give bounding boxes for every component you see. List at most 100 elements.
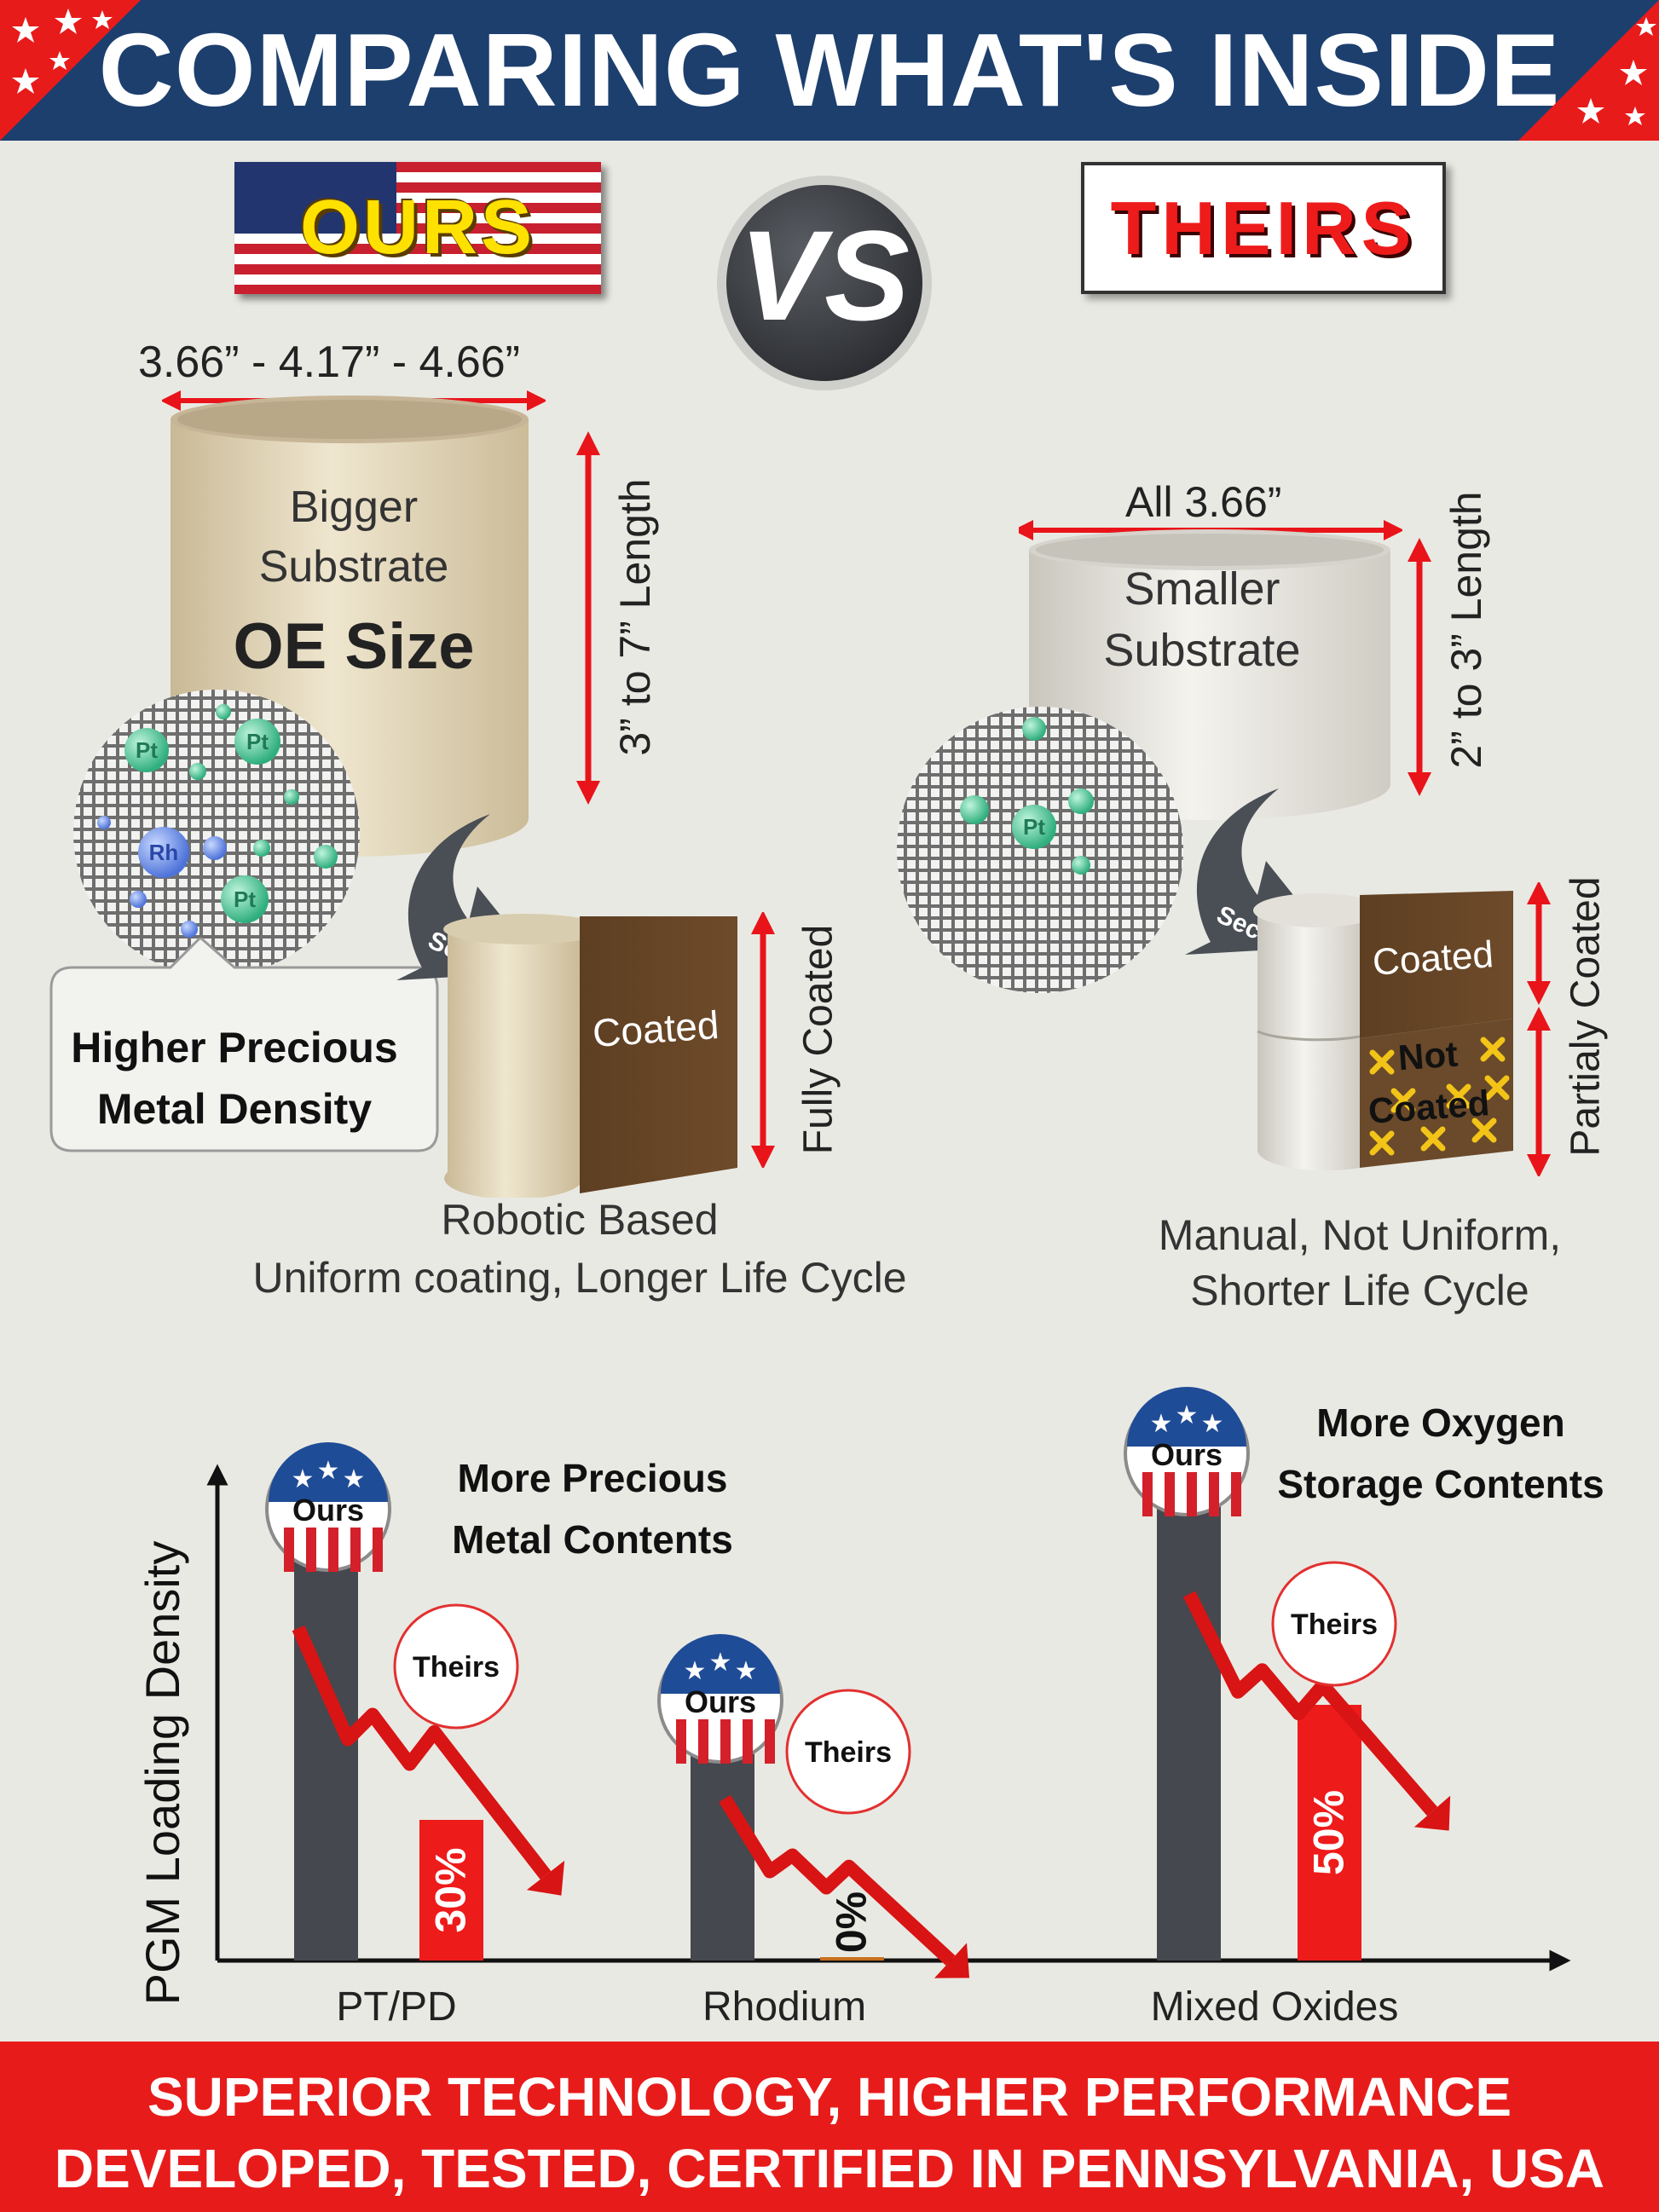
left-fully-coated-arrow bbox=[751, 912, 775, 1168]
top-banner: COMPARING WHAT'S INSIDE bbox=[0, 0, 1659, 141]
bar-value-label-2: 50% bbox=[1305, 1790, 1353, 1875]
right-substrate-line1: Smaller bbox=[1124, 563, 1280, 615]
decline-arrow-0 bbox=[292, 1625, 552, 1880]
left-callout-bubble bbox=[49, 938, 439, 1152]
ours-button-stripe-2-1 bbox=[1165, 1472, 1175, 1516]
left-fully-coated-label: Fully Coated bbox=[795, 924, 841, 1155]
annotation-line2-0: Metal Contents bbox=[452, 1517, 733, 1562]
bar-theirs-2 bbox=[1298, 1705, 1361, 1961]
right-caption-line1: Manual, Not Uniform, bbox=[1158, 1211, 1562, 1259]
right-not-coated-line2: Coated bbox=[1367, 1083, 1491, 1131]
ours-button-star-1-1: ★ bbox=[709, 1648, 732, 1678]
theirs-badge-label-2: Theirs bbox=[1291, 1608, 1378, 1641]
left-substrate-line1: Bigger bbox=[289, 482, 419, 532]
ours-button-stripe-1-3 bbox=[743, 1719, 753, 1764]
decline-arrow-head-1 bbox=[934, 1943, 970, 1978]
ours-button-star-1-0: ★ bbox=[684, 1656, 707, 1686]
ours-button-stripe-0-1 bbox=[306, 1528, 316, 1572]
x-tick-label-2: Mixed Oxides bbox=[1151, 1984, 1399, 2030]
ours-button-stripe-1-4 bbox=[765, 1719, 775, 1764]
right-not-coated-line1: Not bbox=[1396, 1033, 1460, 1078]
ours-badge: OURS bbox=[234, 162, 601, 294]
particle-label-pt-2: Pt bbox=[246, 729, 269, 754]
x-tick-label-1: Rhodium bbox=[702, 1984, 866, 2030]
footer-line1: SUPERIOR TECHNOLOGY, HIGHER PERFORMANCE bbox=[147, 2066, 1512, 2128]
ours-button-star-0-1: ★ bbox=[317, 1456, 340, 1486]
footer-line2: DEVELOPED, TESTED, CERTIFIED IN PENNSYLV… bbox=[54, 2138, 1605, 2199]
right-length-arrow bbox=[1408, 538, 1431, 796]
right-coated-label: Coated bbox=[1371, 933, 1495, 984]
bar-value-label-0: 30% bbox=[427, 1847, 475, 1932]
ours-button-star-0-2: ★ bbox=[343, 1464, 366, 1494]
y-axis-label: PGM Loading Density bbox=[136, 1541, 189, 2006]
theirs-badge-label-1: Theirs bbox=[805, 1736, 892, 1769]
not-coated-x-marks bbox=[1369, 1037, 1510, 1156]
us-flag-graphic bbox=[234, 162, 601, 294]
right-section-block bbox=[1253, 891, 1513, 1171]
x-tick-label-0: PT/PD bbox=[336, 1984, 456, 2030]
right-particle-label-pt: Pt bbox=[1023, 814, 1045, 840]
pgm-loading-chart: PGM Loading Density 30%PT/PDTheirs★★★Our… bbox=[136, 1387, 1604, 2030]
left-substrate-oe-size: OE Size bbox=[233, 610, 475, 683]
ours-button-label-1: Ours bbox=[685, 1684, 756, 1719]
ours-button-star-2-0: ★ bbox=[1150, 1409, 1173, 1439]
left-caption-line2: Uniform coating, Longer Life Cycle bbox=[252, 1254, 907, 1302]
ours-button-top-2 bbox=[1127, 1387, 1246, 1447]
ours-button-star-2-1: ★ bbox=[1176, 1401, 1199, 1430]
ours-button-stripe-2-3 bbox=[1209, 1472, 1219, 1516]
theirs-badge-circle-1 bbox=[785, 1689, 911, 1815]
page-title: COMPARING WHAT'S INSIDE bbox=[98, 12, 1561, 128]
ours-button-stripe-2-2 bbox=[1187, 1472, 1197, 1516]
particle-label-rh: Rh bbox=[149, 840, 179, 865]
bar-theirs-1 bbox=[820, 1957, 884, 1961]
theirs-badge-label: THEIRS bbox=[1110, 186, 1417, 270]
right-diameter-label: All 3.66” bbox=[1125, 478, 1282, 526]
decline-arrow-head-0 bbox=[526, 1860, 565, 1896]
callout-line2: Metal Density bbox=[96, 1085, 373, 1133]
theirs-badge-circle-0 bbox=[393, 1603, 519, 1730]
ours-badge-label: OURS bbox=[299, 185, 536, 270]
right-mesh-magnifier: Pt bbox=[897, 707, 1183, 993]
ours-button-stripe-1-0 bbox=[676, 1719, 686, 1764]
ours-button-stripe-1-2 bbox=[720, 1719, 731, 1764]
left-length-label: 3” to 7” Length bbox=[611, 478, 659, 756]
ours-button-label-0: Ours bbox=[292, 1493, 364, 1528]
right-caption-line2: Shorter Life Cycle bbox=[1190, 1267, 1529, 1314]
right-partially-coated-label: Partialy Coated bbox=[1563, 876, 1609, 1157]
ours-button-star-2-2: ★ bbox=[1201, 1409, 1224, 1439]
annotation-line2-1: Storage Contents bbox=[1277, 1462, 1604, 1506]
ours-button-label-2: Ours bbox=[1151, 1437, 1223, 1472]
ours-button-stripe-2-4 bbox=[1231, 1472, 1241, 1516]
right-partial-coated-arrows bbox=[1527, 882, 1551, 1176]
theirs-badge-label-0: Theirs bbox=[413, 1651, 500, 1684]
left-length-arrow bbox=[576, 431, 600, 805]
ours-button-stripe-0-0 bbox=[284, 1528, 294, 1572]
right-substrate-line2: Substrate bbox=[1103, 625, 1301, 676]
left-substrate-line2: Substrate bbox=[258, 542, 449, 592]
theirs-badge: THEIRS bbox=[1081, 162, 1446, 294]
bar-theirs-0 bbox=[419, 1820, 483, 1961]
right-substrate-cylinder bbox=[1019, 520, 1402, 820]
decline-arrow-2 bbox=[1182, 1591, 1438, 1816]
decline-arrow-1 bbox=[719, 1794, 956, 1966]
star-corner-left bbox=[0, 0, 141, 141]
bar-value-label-1: 0% bbox=[828, 1891, 876, 1953]
ours-button-stripe-0-4 bbox=[373, 1528, 383, 1572]
star-corner-right bbox=[1518, 0, 1659, 141]
left-section-block bbox=[443, 914, 737, 1198]
vs-text: VS bbox=[739, 204, 910, 347]
ours-button-stripe-0-3 bbox=[350, 1528, 361, 1572]
left-coated-label: Coated bbox=[591, 1002, 720, 1056]
annotation-line1-1: More Oxygen bbox=[1316, 1401, 1564, 1445]
ours-button-star-1-2: ★ bbox=[735, 1656, 758, 1686]
ours-button-top-1 bbox=[661, 1634, 780, 1694]
bottom-banner: SUPERIOR TECHNOLOGY, HIGHER PERFORMANCE … bbox=[0, 2042, 1659, 2212]
particle-label-pt-1: Pt bbox=[136, 737, 158, 763]
annotation-line1-0: More Precious bbox=[458, 1456, 728, 1500]
right-length-label: 2” to 3” Length bbox=[1442, 491, 1490, 769]
ours-button-stripe-1-1 bbox=[698, 1719, 708, 1764]
left-diameter-label: 3.66” - 4.17” - 4.66” bbox=[138, 338, 520, 387]
ours-button-stripe-2-0 bbox=[1142, 1472, 1153, 1516]
callout-line1: Higher Precious bbox=[71, 1024, 398, 1071]
theirs-badge-circle-2 bbox=[1271, 1561, 1397, 1687]
